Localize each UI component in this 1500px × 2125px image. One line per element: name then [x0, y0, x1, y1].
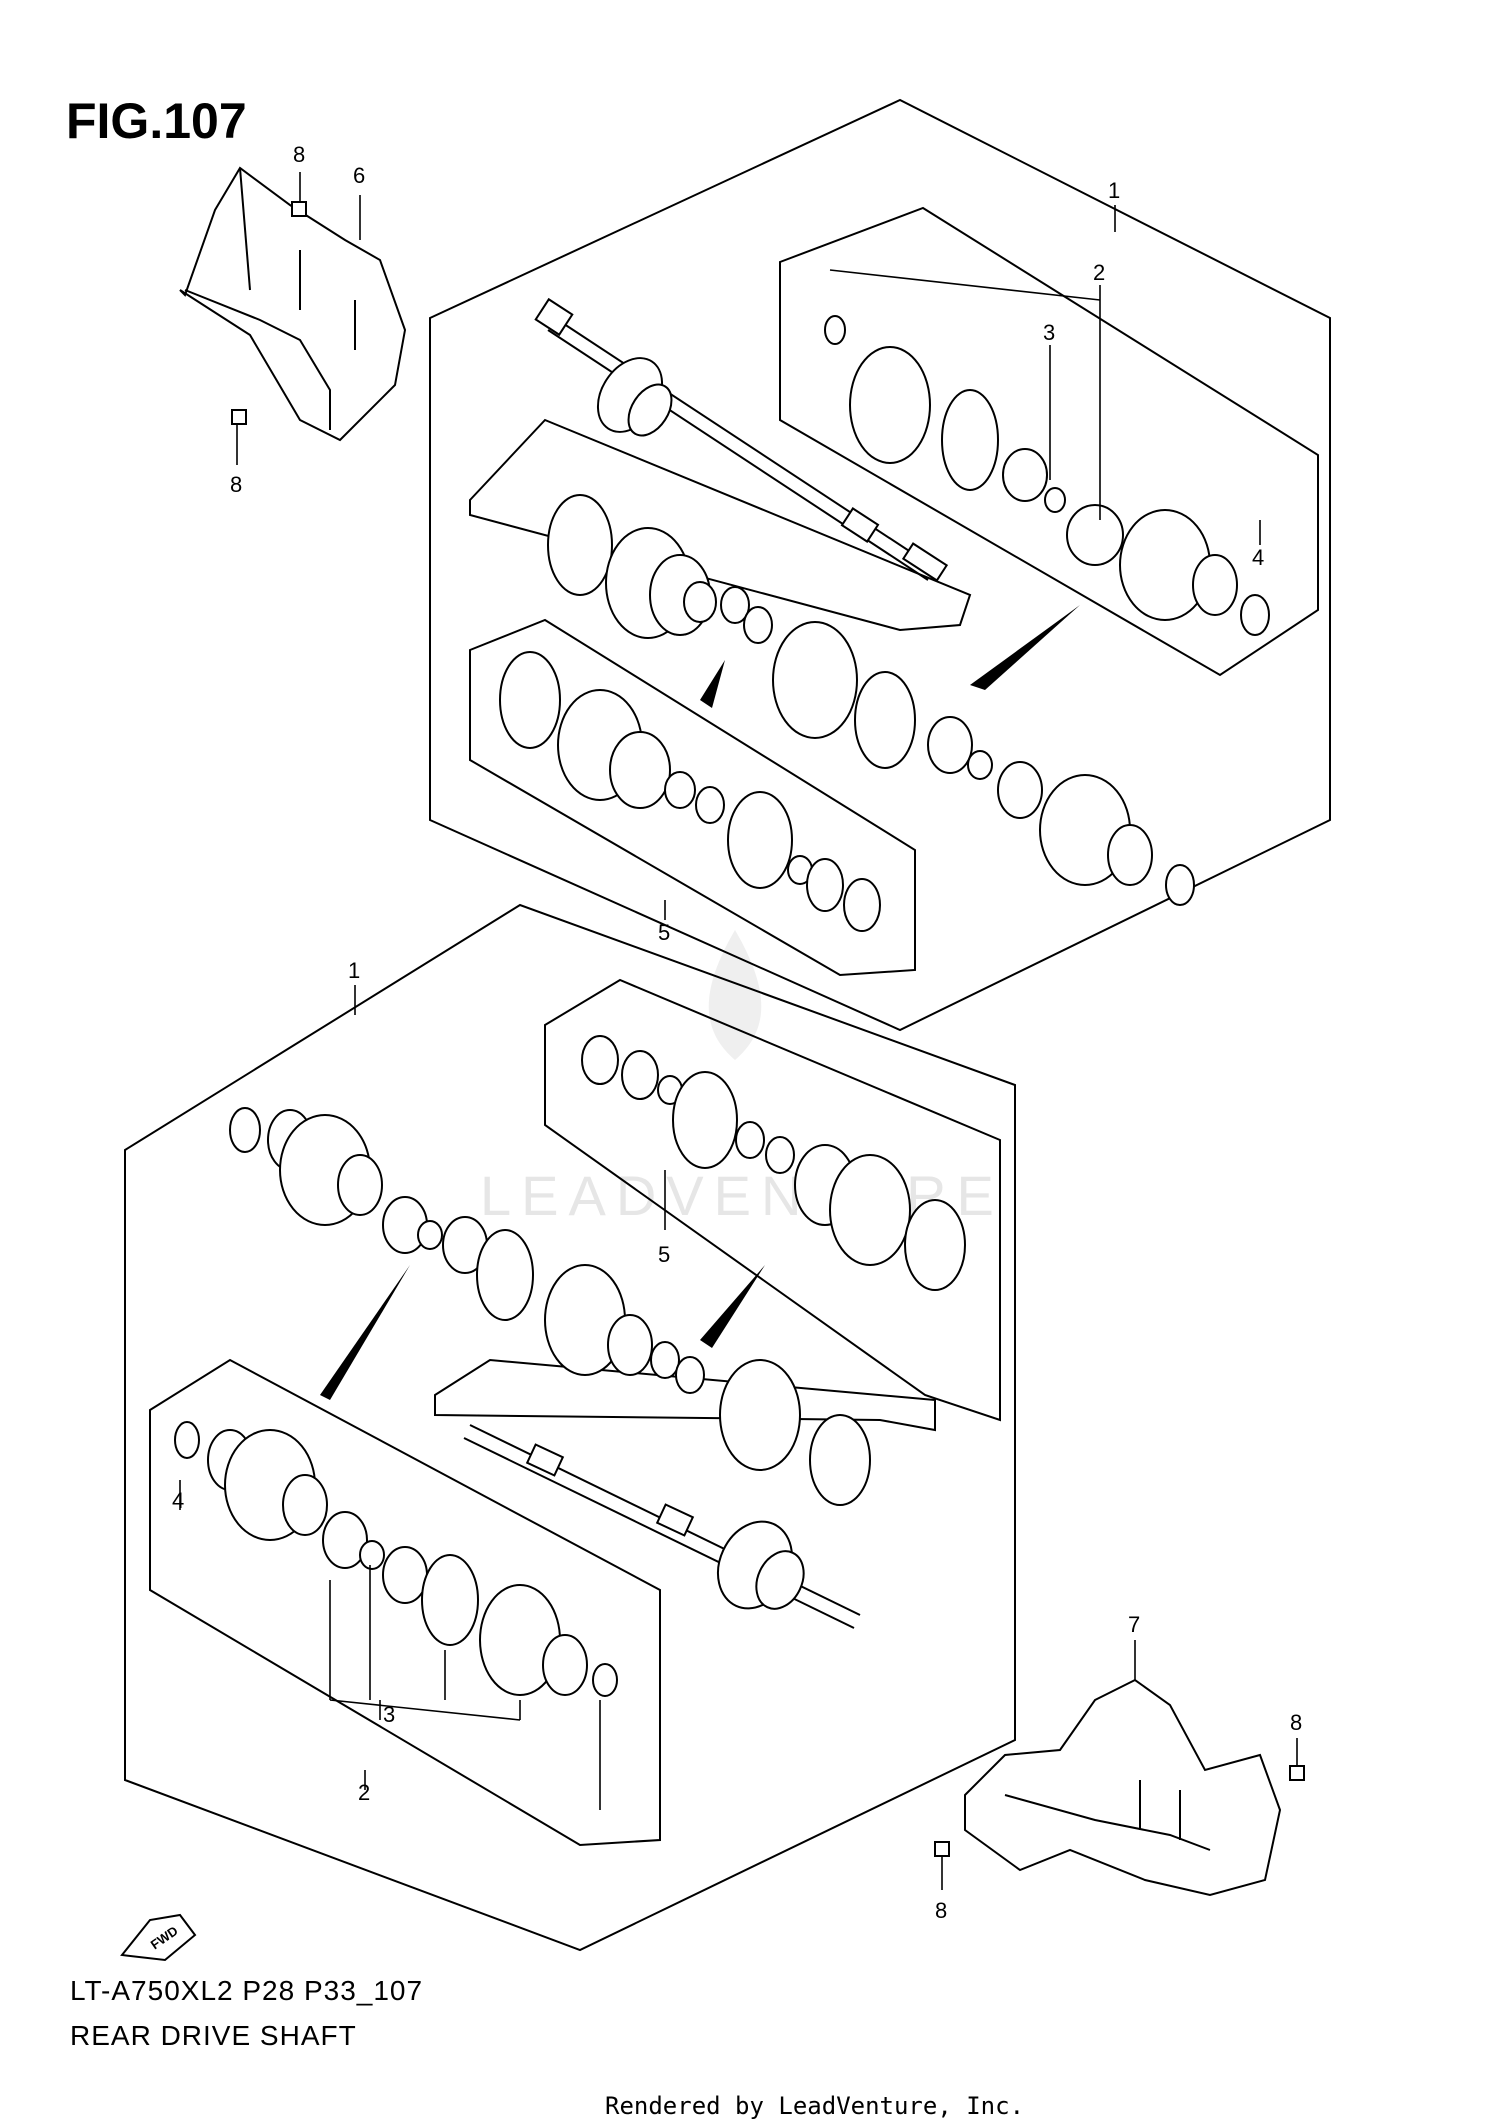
lower-leader-lines — [179, 985, 666, 1810]
callout-upper-4: 4 — [1252, 545, 1264, 570]
lower-subassembly-2-outline — [149, 1358, 661, 1847]
rendered-by-credit: Rendered by LeadVenture, Inc. — [605, 2092, 1025, 2120]
callout-bracket6-bolt-bottom: 8 — [230, 472, 242, 497]
callout-bracket7-bolt-right: 8 — [1290, 1710, 1302, 1735]
lower-boot-set — [719, 1359, 871, 1506]
callout-upper-3: 3 — [1043, 320, 1055, 345]
callout-lower-2: 2 — [358, 1780, 370, 1805]
lower-subassembly-2-parts — [174, 1421, 618, 1697]
lower-assembly-outline — [124, 903, 1016, 1952]
callout-bracket6-bolt-top: 8 — [293, 142, 305, 167]
lower-bootkit-outline — [544, 978, 1001, 1422]
callout-lower-1: 1 — [348, 958, 360, 983]
upper-bootkit-outline — [469, 618, 916, 977]
fwd-arrow-icon: FWD — [120, 1913, 197, 1962]
upper-axle-shaft — [534, 297, 949, 582]
model-code: LT-A750XL2 P28 P33_107 — [70, 1975, 424, 2006]
callout-lower-4: 4 — [172, 1488, 184, 1513]
callout-labels: 1 2 3 4 5 6 8 8 1 2 3 4 5 7 8 8 — [172, 142, 1302, 1923]
upper-boot-set-b — [499, 651, 881, 932]
callout-upper-5: 5 — [658, 920, 670, 945]
callout-lower-3: 3 — [383, 1702, 395, 1727]
upper-leader-lines — [664, 205, 1261, 920]
callout-upper-1: 1 — [1108, 178, 1120, 203]
bracket-6-bolts — [231, 201, 307, 425]
upper-subassembly-2-outline — [779, 206, 1319, 677]
lower-axle-shaft — [463, 1424, 861, 1629]
upper-subassembly-2-parts — [824, 315, 1270, 636]
callout-bracket7-bolt-left: 8 — [935, 1898, 947, 1923]
bracket-7-leaders — [941, 1640, 1298, 1890]
upper-boot-set-a — [547, 494, 773, 644]
bracket-7 — [964, 1678, 1282, 1897]
bracket-6-leaders — [236, 172, 361, 465]
callout-upper-2: 2 — [1093, 260, 1105, 285]
lower-inner-joint-outline — [434, 1358, 936, 1432]
figure-title: FIG.107 — [66, 93, 247, 149]
lower-outboard-joint — [229, 1107, 705, 1394]
upper-assembly-outline — [429, 98, 1331, 1032]
watermark: LEADVENTURE — [480, 930, 994, 1227]
upper-inner-joint-outline — [469, 418, 972, 632]
callout-bracket6: 6 — [353, 163, 365, 188]
lower-boot-kit-parts — [581, 1035, 966, 1291]
upper-direction-wedges — [700, 605, 1080, 708]
diagram-name: REAR DRIVE SHAFT — [70, 2020, 357, 2051]
upper-outboard-boot — [772, 621, 1195, 906]
bracket-6 — [179, 166, 407, 442]
callout-bracket7: 7 — [1128, 1612, 1140, 1637]
callout-lower-5: 5 — [658, 1242, 670, 1267]
lower-direction-wedges — [320, 1265, 765, 1400]
